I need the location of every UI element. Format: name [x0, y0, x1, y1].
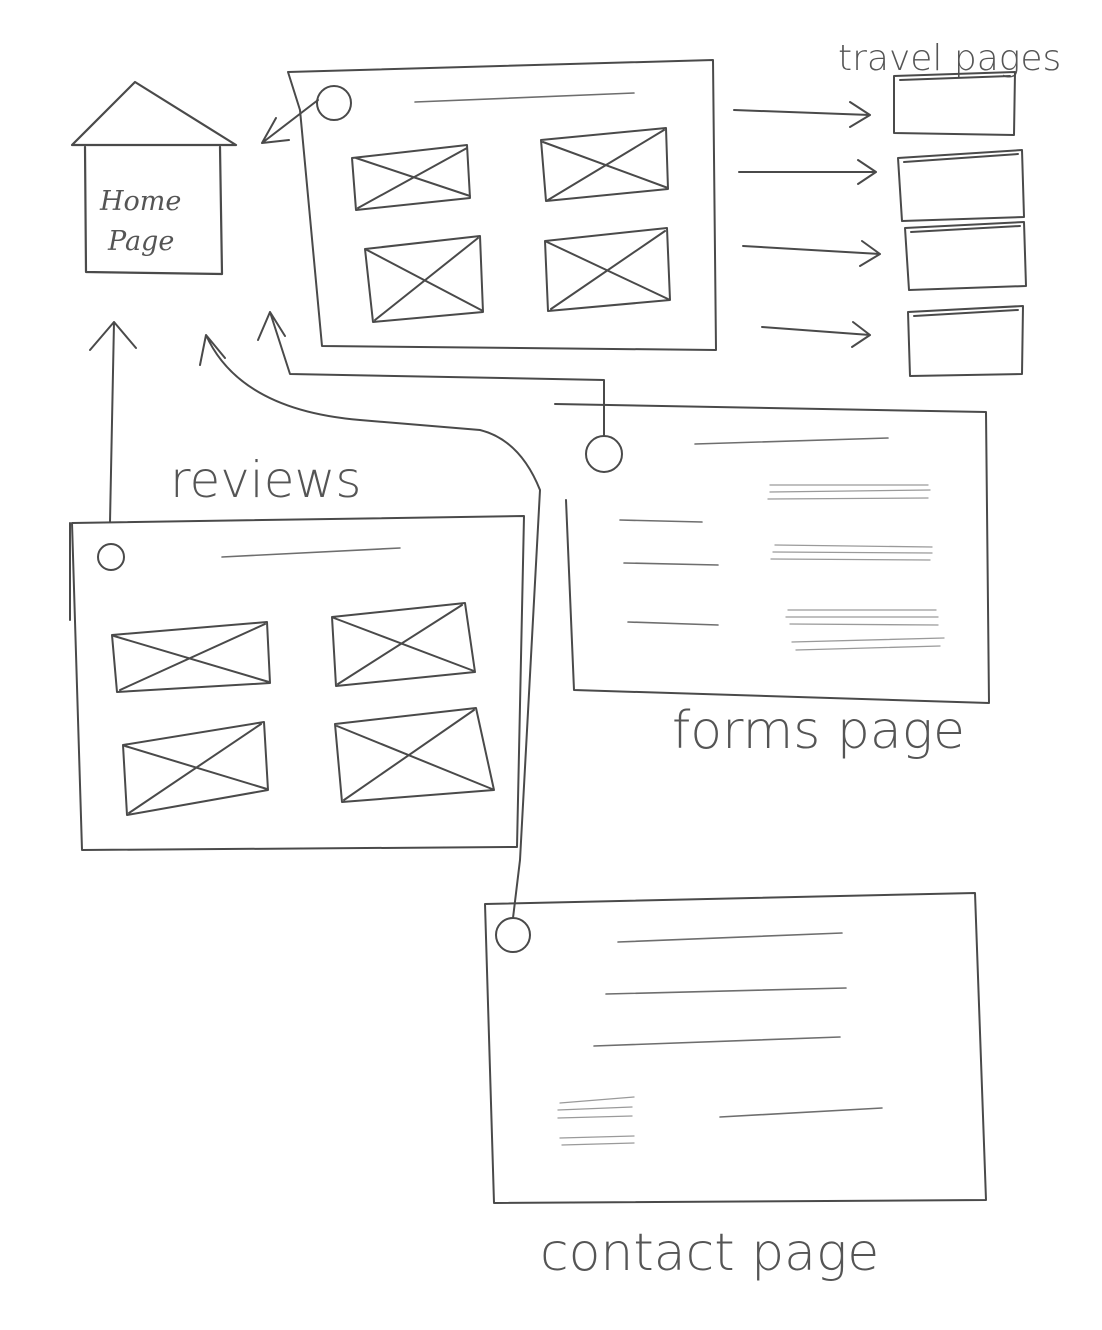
reviews-page-node[interactable]: reviews [69, 321, 525, 851]
forms-page-label: forms page [672, 701, 965, 761]
connector-forms-to-listing [257, 311, 605, 437]
home-label-line1: Home [99, 186, 181, 217]
arrow-right [761, 321, 871, 348]
home-button-icon[interactable] [495, 917, 531, 953]
arrow-to-home [261, 99, 319, 144]
forms-page-node[interactable]: forms page [257, 311, 990, 761]
image-placeholder [544, 227, 671, 312]
home-button-icon[interactable] [585, 435, 623, 473]
home-button-icon[interactable] [316, 85, 352, 121]
listing-frame [287, 59, 717, 351]
home-label-line2: Page [107, 226, 174, 257]
travel-pages-label: travel pages [838, 38, 1061, 79]
arrow-right [738, 159, 877, 185]
forms-title-line [694, 437, 889, 445]
travel-page-thumb [893, 71, 1016, 136]
travel-page-thumb [897, 149, 1025, 222]
arrows-to-travel-pages [733, 101, 881, 348]
forms-frame [554, 403, 990, 704]
arrow-right [733, 101, 871, 128]
reviews-title-line [221, 547, 401, 558]
connector-contact-to-home [199, 334, 541, 919]
arrow-right [742, 240, 881, 267]
image-placeholder [111, 621, 271, 693]
contact-frame [484, 892, 987, 1204]
image-placeholder [540, 127, 669, 202]
home-button-icon[interactable] [97, 543, 125, 571]
image-placeholder [122, 721, 269, 816]
reviews-label: reviews [170, 451, 361, 509]
reviews-frame [69, 515, 525, 851]
image-placeholder [351, 144, 471, 211]
image-placeholder [331, 602, 476, 687]
image-placeholder [364, 235, 484, 323]
arrow-reviews-to-home [89, 321, 137, 523]
travel-pages-group[interactable]: travel pages [838, 38, 1061, 377]
form-rows [619, 484, 945, 651]
contact-text-lines [557, 932, 883, 1146]
travel-page-thumb [907, 305, 1024, 377]
travel-listing-page-node[interactable] [261, 59, 717, 351]
contact-page-label: contact page [540, 1223, 879, 1283]
house-roof [70, 80, 238, 147]
travel-page-thumb [904, 221, 1027, 291]
contact-page-node[interactable]: contact page [199, 334, 987, 1283]
listing-title-line [414, 92, 635, 103]
image-placeholder [334, 707, 495, 803]
house-body [83, 145, 224, 276]
home-page-node[interactable]: Home Page [70, 80, 238, 276]
